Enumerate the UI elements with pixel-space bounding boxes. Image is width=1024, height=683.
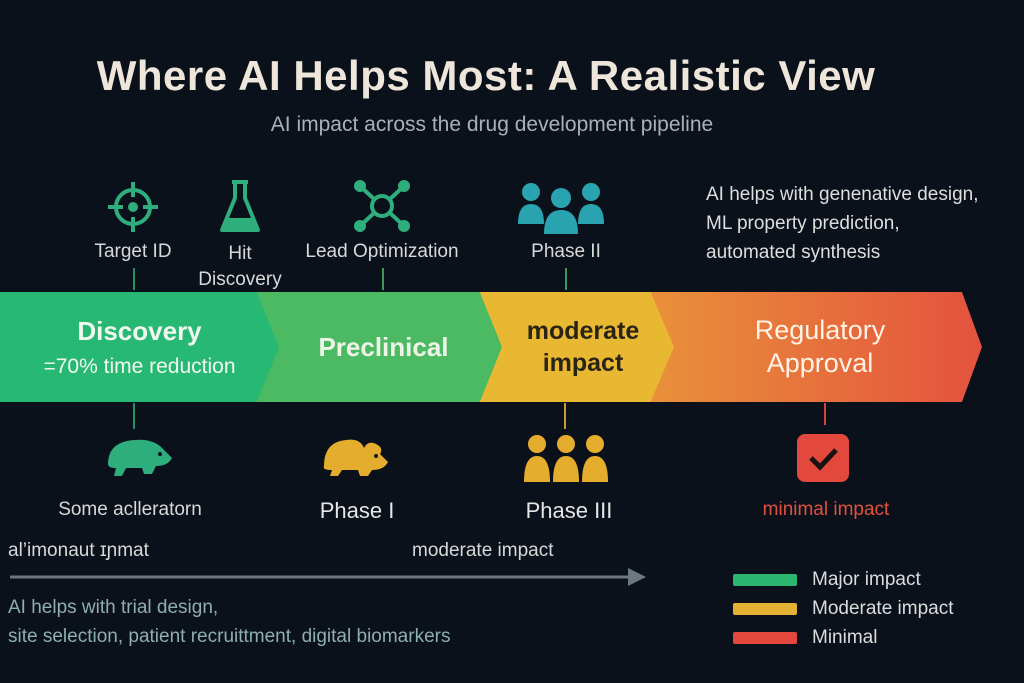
stage-preclinical: Preclinical xyxy=(255,292,502,402)
legend-swatch-moderate xyxy=(733,603,797,615)
clinical-note-line: AI helps with trial design, xyxy=(8,597,219,618)
label-phase-ii: Phase II xyxy=(531,241,601,262)
rat-icon xyxy=(323,439,388,476)
target-icon xyxy=(108,182,158,232)
stage-subtitle: =70% time reduction xyxy=(43,354,236,378)
legend-label-minimal: Minimal xyxy=(812,627,878,648)
stage-title: Regulatory Approval xyxy=(754,315,886,378)
connector xyxy=(824,403,826,425)
note-moderate-impact: moderate impact xyxy=(412,540,554,561)
stage-discovery: Discovery =70% time reduction xyxy=(0,292,279,402)
legend-label-moderate: Moderate impact xyxy=(812,598,954,619)
label-minimal-impact: minimal impact xyxy=(762,499,890,520)
subtitle: AI impact across the drug development pi… xyxy=(270,113,714,136)
molecule-icon xyxy=(354,180,410,232)
stage-clinical: moderate impact xyxy=(478,292,674,402)
stage-title: moderate impact xyxy=(526,317,640,377)
checkbox-icon xyxy=(797,434,849,482)
flask-icon xyxy=(220,180,260,232)
connector xyxy=(564,403,566,429)
note-line: automated synthesis xyxy=(706,242,881,263)
note-line: AI helps with genenative design, xyxy=(706,184,979,205)
note-line: ML property prediction, xyxy=(706,213,900,234)
stage-regulatory: Regulatory Approval xyxy=(648,292,982,402)
label-phase-i: Phase I xyxy=(319,498,395,523)
clinical-note-line: site selection, patient recruittment, di… xyxy=(8,626,451,647)
legend-label-major: Major impact xyxy=(812,569,921,590)
label-hit-discovery: Hit Discovery xyxy=(198,243,282,290)
label-lead-optimization: Lead Optimization xyxy=(305,241,459,262)
note-impact: al’imonaut ɪɲmat xyxy=(8,540,149,561)
label-target-id: Target ID xyxy=(94,241,172,262)
connector xyxy=(133,268,135,292)
timeline-arrow xyxy=(10,568,646,586)
label-some-acceleration: Some aclleratorn xyxy=(58,499,202,520)
people-icon xyxy=(524,435,608,482)
rat-icon xyxy=(108,439,172,476)
connector xyxy=(565,268,567,292)
legend-swatch-major xyxy=(733,574,797,586)
stage-title: Discovery xyxy=(77,315,202,346)
legend-swatch-minimal xyxy=(733,632,797,644)
people-icon xyxy=(518,183,604,234)
page-title: Where AI Helps Most: A Realistic View xyxy=(96,52,876,99)
connector xyxy=(133,403,135,429)
stage-title: Preclinical xyxy=(318,331,449,362)
label-phase-iii: Phase III xyxy=(525,498,613,523)
connector xyxy=(382,268,384,292)
